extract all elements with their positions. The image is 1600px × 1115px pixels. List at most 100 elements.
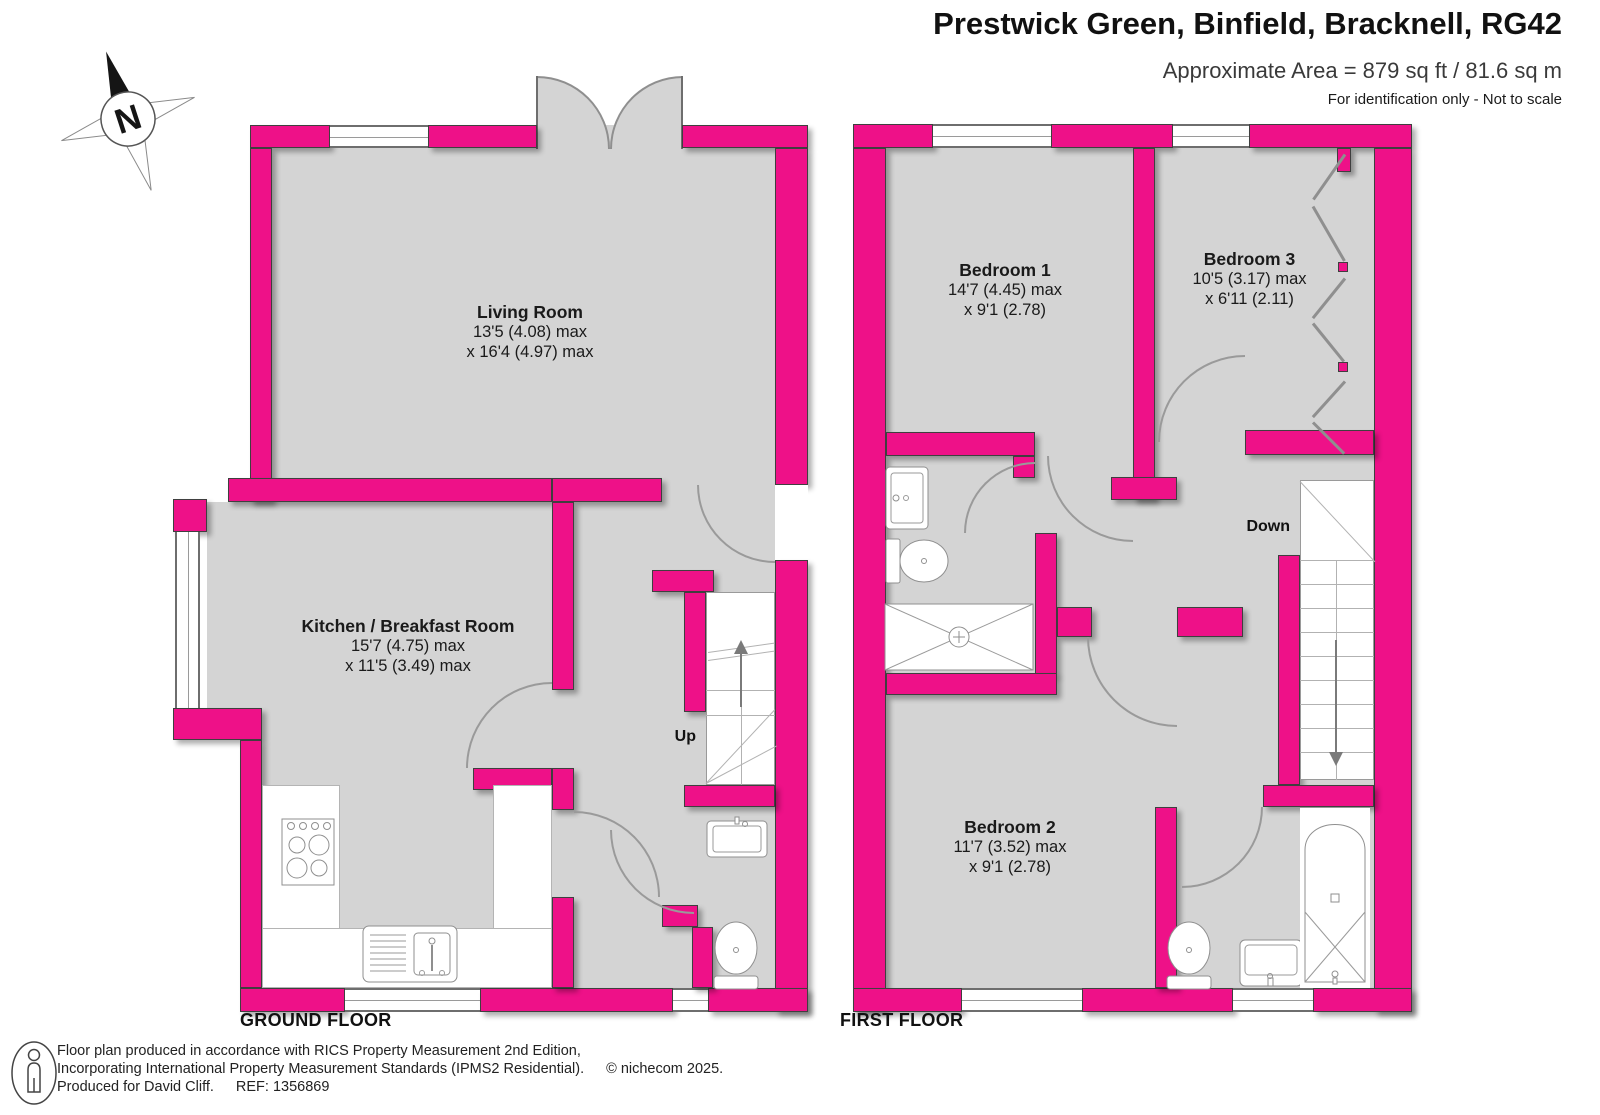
room-name: Living Room <box>477 302 583 322</box>
stairs-arrow <box>740 652 742 707</box>
shower-tray-icon <box>884 603 1034 671</box>
room-dims: 10'5 (3.17) max <box>1192 270 1307 288</box>
footer-copyright: © nichecom 2025. <box>606 1061 724 1077</box>
wall <box>886 673 1057 695</box>
ground-floor-label: GROUND FLOOR <box>240 1010 392 1030</box>
room-dims: x 6'11 (2.11) <box>1205 290 1294 308</box>
footer-line2-row: Incorporating International Property Mea… <box>57 1060 723 1078</box>
stairs-arrow <box>1335 640 1337 752</box>
stairs-arrow-head <box>734 640 748 654</box>
living-room-label: Living Room 13'5 (4.08) max x 16'4 (4.97… <box>390 302 670 362</box>
stair-line <box>1300 704 1374 705</box>
wall <box>1249 124 1412 148</box>
stair-line <box>706 715 775 716</box>
wardrobe-hinge <box>1338 262 1348 272</box>
footer-line1: Floor plan produced in accordance with R… <box>57 1043 581 1059</box>
wall <box>228 478 552 502</box>
wall <box>428 125 537 148</box>
bedroom2-label: Bedroom 2 11'7 (3.52) max x 9'1 (2.78) <box>880 817 1140 877</box>
stair-line <box>741 690 742 785</box>
approximate-area: Approximate Area = 879 sq ft / 81.6 sq m <box>1162 58 1562 83</box>
window <box>330 125 428 148</box>
wall <box>1035 533 1057 675</box>
wall <box>684 592 706 712</box>
window <box>1173 124 1249 148</box>
wall <box>240 740 262 988</box>
stairs-up-label: Up <box>674 728 696 745</box>
stair-line <box>1300 584 1374 585</box>
wall <box>1177 607 1243 637</box>
wall <box>1057 607 1092 637</box>
wall <box>1374 148 1412 1012</box>
hob-icon <box>281 818 335 886</box>
window <box>1233 988 1313 1012</box>
room-dims: 14'7 (4.45) max <box>947 281 1063 299</box>
door-swing-left <box>537 76 610 149</box>
room-name: Bedroom 3 <box>1203 249 1296 269</box>
room-dims: 13'5 (4.08) max <box>472 323 588 341</box>
room-name: Kitchen / Breakfast Room <box>301 616 515 636</box>
room-name: Bedroom 1 <box>959 260 1051 280</box>
wall <box>692 927 713 988</box>
basin-icon <box>1239 939 1303 987</box>
stair-line <box>1300 656 1374 657</box>
scale-disclaimer: For identification only - Not to scale <box>1327 91 1562 108</box>
wall <box>250 125 330 148</box>
wall <box>552 897 574 988</box>
room-dims: x 9'1 (2.78) <box>968 858 1052 876</box>
front-door-opening <box>775 485 808 560</box>
wall <box>1051 124 1173 148</box>
wall <box>1082 988 1233 1012</box>
room-dims: 15'7 (4.75) max <box>350 637 466 655</box>
footer-line3: Produced for David Cliff. <box>57 1079 214 1095</box>
stair-line <box>1300 632 1374 633</box>
room-dims: x 9'1 (2.78) <box>963 301 1047 319</box>
wall <box>853 148 886 1012</box>
stair-line <box>1300 728 1374 729</box>
toilet-icon <box>713 921 759 990</box>
stair-line <box>1300 560 1374 561</box>
wall <box>552 478 662 502</box>
kitchen-bay-area <box>207 502 272 740</box>
wall <box>652 570 714 592</box>
wall <box>173 499 207 532</box>
wall <box>552 768 574 810</box>
bay-window <box>175 532 200 708</box>
footer-line2: Incorporating International Property Mea… <box>57 1061 585 1077</box>
room-dims: x 16'4 (4.97) max <box>466 343 594 361</box>
window <box>673 988 708 1012</box>
wall <box>684 785 775 807</box>
wall <box>173 708 262 740</box>
room-name: Bedroom 2 <box>964 817 1056 837</box>
stair-line <box>1300 608 1374 609</box>
door-leaf <box>681 76 683 149</box>
wall <box>853 988 962 1012</box>
basin-icon <box>706 816 768 858</box>
stair-line <box>1300 680 1374 681</box>
door-leaf <box>536 76 538 149</box>
room-dims: x 11'5 (3.49) max <box>345 657 471 675</box>
wall <box>682 125 808 148</box>
wall <box>775 560 808 1012</box>
first-floor-label: FIRST FLOOR <box>840 1010 964 1030</box>
footer-ref: REF: 1356869 <box>235 1079 330 1095</box>
toilet-icon <box>885 538 949 584</box>
bedroom3-label: Bedroom 3 10'5 (3.17) max x 6'11 (2.11) <box>1142 249 1357 309</box>
wall <box>480 988 673 1012</box>
wall <box>1278 555 1300 785</box>
wall <box>1263 785 1374 807</box>
person-icon <box>11 1041 57 1105</box>
wall <box>250 148 272 502</box>
bedroom1-label: Bedroom 1 14'7 (4.45) max x 9'1 (2.78) <box>880 260 1130 320</box>
bathtub-icon <box>1300 808 1370 988</box>
wall <box>853 124 933 148</box>
window <box>933 124 1051 148</box>
stairs-down-label: Down <box>1246 518 1290 535</box>
room-dims: 11'7 (3.52) max <box>953 838 1067 856</box>
wall <box>708 988 808 1012</box>
window <box>962 988 1082 1012</box>
wall <box>552 502 574 690</box>
compass-rose-icon: N <box>61 51 195 191</box>
wall <box>1245 430 1374 455</box>
